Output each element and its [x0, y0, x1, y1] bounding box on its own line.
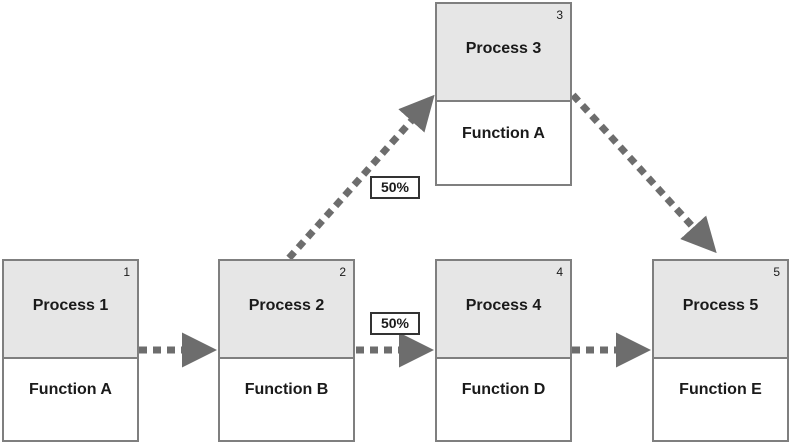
function-label: Function A: [29, 381, 112, 398]
arrow-2-to-3: [286, 94, 435, 261]
process-number: 3: [556, 8, 563, 22]
process-header: 5 Process 5: [654, 261, 787, 359]
process-title: Process 1: [32, 297, 109, 314]
process-title: Process 2: [248, 297, 325, 314]
process-number: 2: [339, 265, 346, 279]
arrow-3-to-5: [570, 92, 717, 254]
split-label-lower: 50%: [370, 312, 420, 335]
function-label: Function B: [244, 381, 329, 398]
process-title: Process 4: [465, 297, 542, 314]
process-node-2: 2 Process 2 Function B: [218, 259, 355, 442]
process-header: 2 Process 2: [220, 261, 353, 359]
process-node-5: 5 Process 5 Function E: [652, 259, 789, 442]
process-node-4: 4 Process 4 Function D: [435, 259, 572, 442]
process-title: Process 3: [465, 40, 542, 57]
function-label: Function E: [679, 381, 762, 398]
process-node-3: 3 Process 3 Function A: [435, 2, 572, 186]
process-number: 4: [556, 265, 563, 279]
process-header: 4 Process 4: [437, 261, 570, 359]
process-number: 1: [123, 265, 130, 279]
process-title: Process 5: [682, 297, 759, 314]
process-header: 3 Process 3: [437, 4, 570, 102]
process-node-1: 1 Process 1 Function A: [2, 259, 139, 442]
function-label: Function A: [462, 125, 545, 142]
process-header: 1 Process 1: [4, 261, 137, 359]
process-number: 5: [773, 265, 780, 279]
split-label-upper: 50%: [370, 176, 420, 199]
function-label: Function D: [461, 381, 546, 398]
